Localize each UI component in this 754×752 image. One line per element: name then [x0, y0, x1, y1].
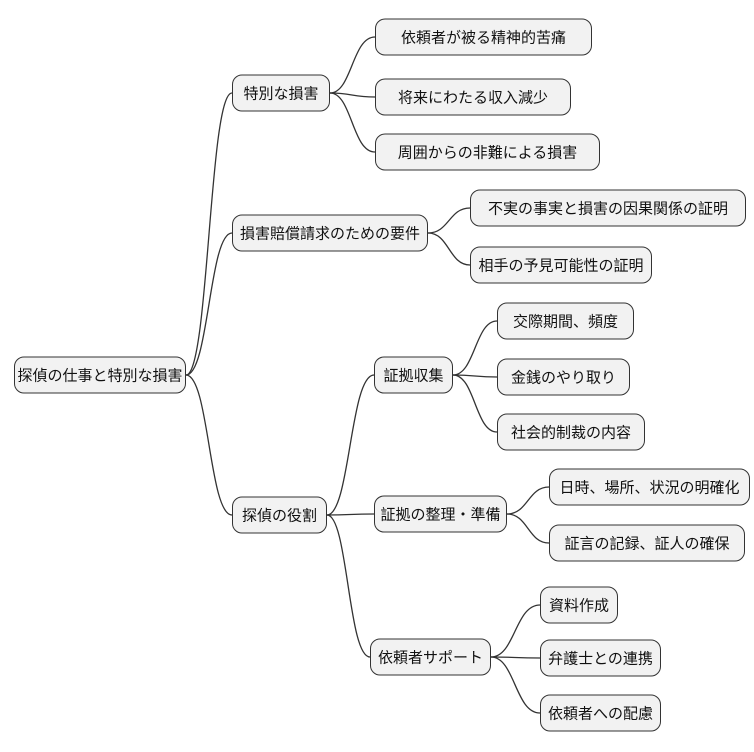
- edge-support-consideration: [490, 656, 541, 714]
- edge-role-evidence-preparation: [326, 513, 375, 516]
- node-special-damage: 特別な損害: [232, 74, 330, 112]
- node-causation-proof: 不実の事実と損害の因果関係の証明: [470, 189, 746, 227]
- node-testimony-witness: 証言の記録、証人の確保: [549, 524, 745, 562]
- node-income-loss: 将来にわたる収入減少: [375, 78, 571, 116]
- edge-role-evidence-collection: [326, 374, 375, 516]
- node-evidence-preparation: 証拠の整理・準備: [374, 495, 507, 533]
- edge-support-documents: [490, 604, 541, 658]
- edge-root-claim-requirements: [185, 232, 233, 376]
- node-evidence-collection: 証拠収集: [374, 356, 453, 394]
- edge-preparation-testimony: [506, 513, 550, 544]
- node-detective-role: 探偵の役割: [232, 496, 327, 534]
- edge-special-income-loss: [329, 92, 376, 98]
- edge-claim-foreseeability-proof: [427, 232, 471, 266]
- node-client-support: 依頼者サポート: [370, 638, 491, 676]
- edge-support-lawyer: [490, 656, 541, 659]
- edge-preparation-clarification: [506, 486, 550, 515]
- node-root: 探偵の仕事と特別な損害: [14, 356, 186, 394]
- edge-special-mental-suffering: [329, 36, 376, 94]
- edge-collection-sanctions: [452, 374, 498, 433]
- node-document-creation: 資料作成: [540, 586, 618, 624]
- node-client-consideration: 依頼者への配慮: [540, 694, 661, 732]
- node-social-blame: 周囲からの非難による損害: [375, 133, 600, 171]
- edge-claim-causation-proof: [427, 207, 471, 234]
- edge-collection-duration: [452, 320, 498, 376]
- node-money-exchange: 金銭のやり取り: [497, 358, 630, 396]
- edge-root-special-damage: [185, 92, 233, 376]
- node-foreseeability-proof: 相手の予見可能性の証明: [470, 246, 652, 284]
- node-claim-requirements: 損害賠償請求のための要件: [232, 214, 428, 252]
- node-social-sanctions: 社会的制裁の内容: [497, 413, 645, 451]
- node-relationship-duration: 交際期間、頻度: [497, 302, 634, 340]
- node-datetime-place-clarification: 日時、場所、状況の明確化: [549, 468, 750, 506]
- edge-root-detective-role: [185, 374, 233, 516]
- edge-collection-money: [452, 374, 498, 378]
- edge-role-client-support: [326, 514, 371, 658]
- node-lawyer-cooperation: 弁護士との連携: [540, 639, 661, 677]
- node-mental-suffering: 依頼者が被る精神的苦痛: [375, 18, 592, 56]
- edge-special-social-blame: [329, 92, 376, 153]
